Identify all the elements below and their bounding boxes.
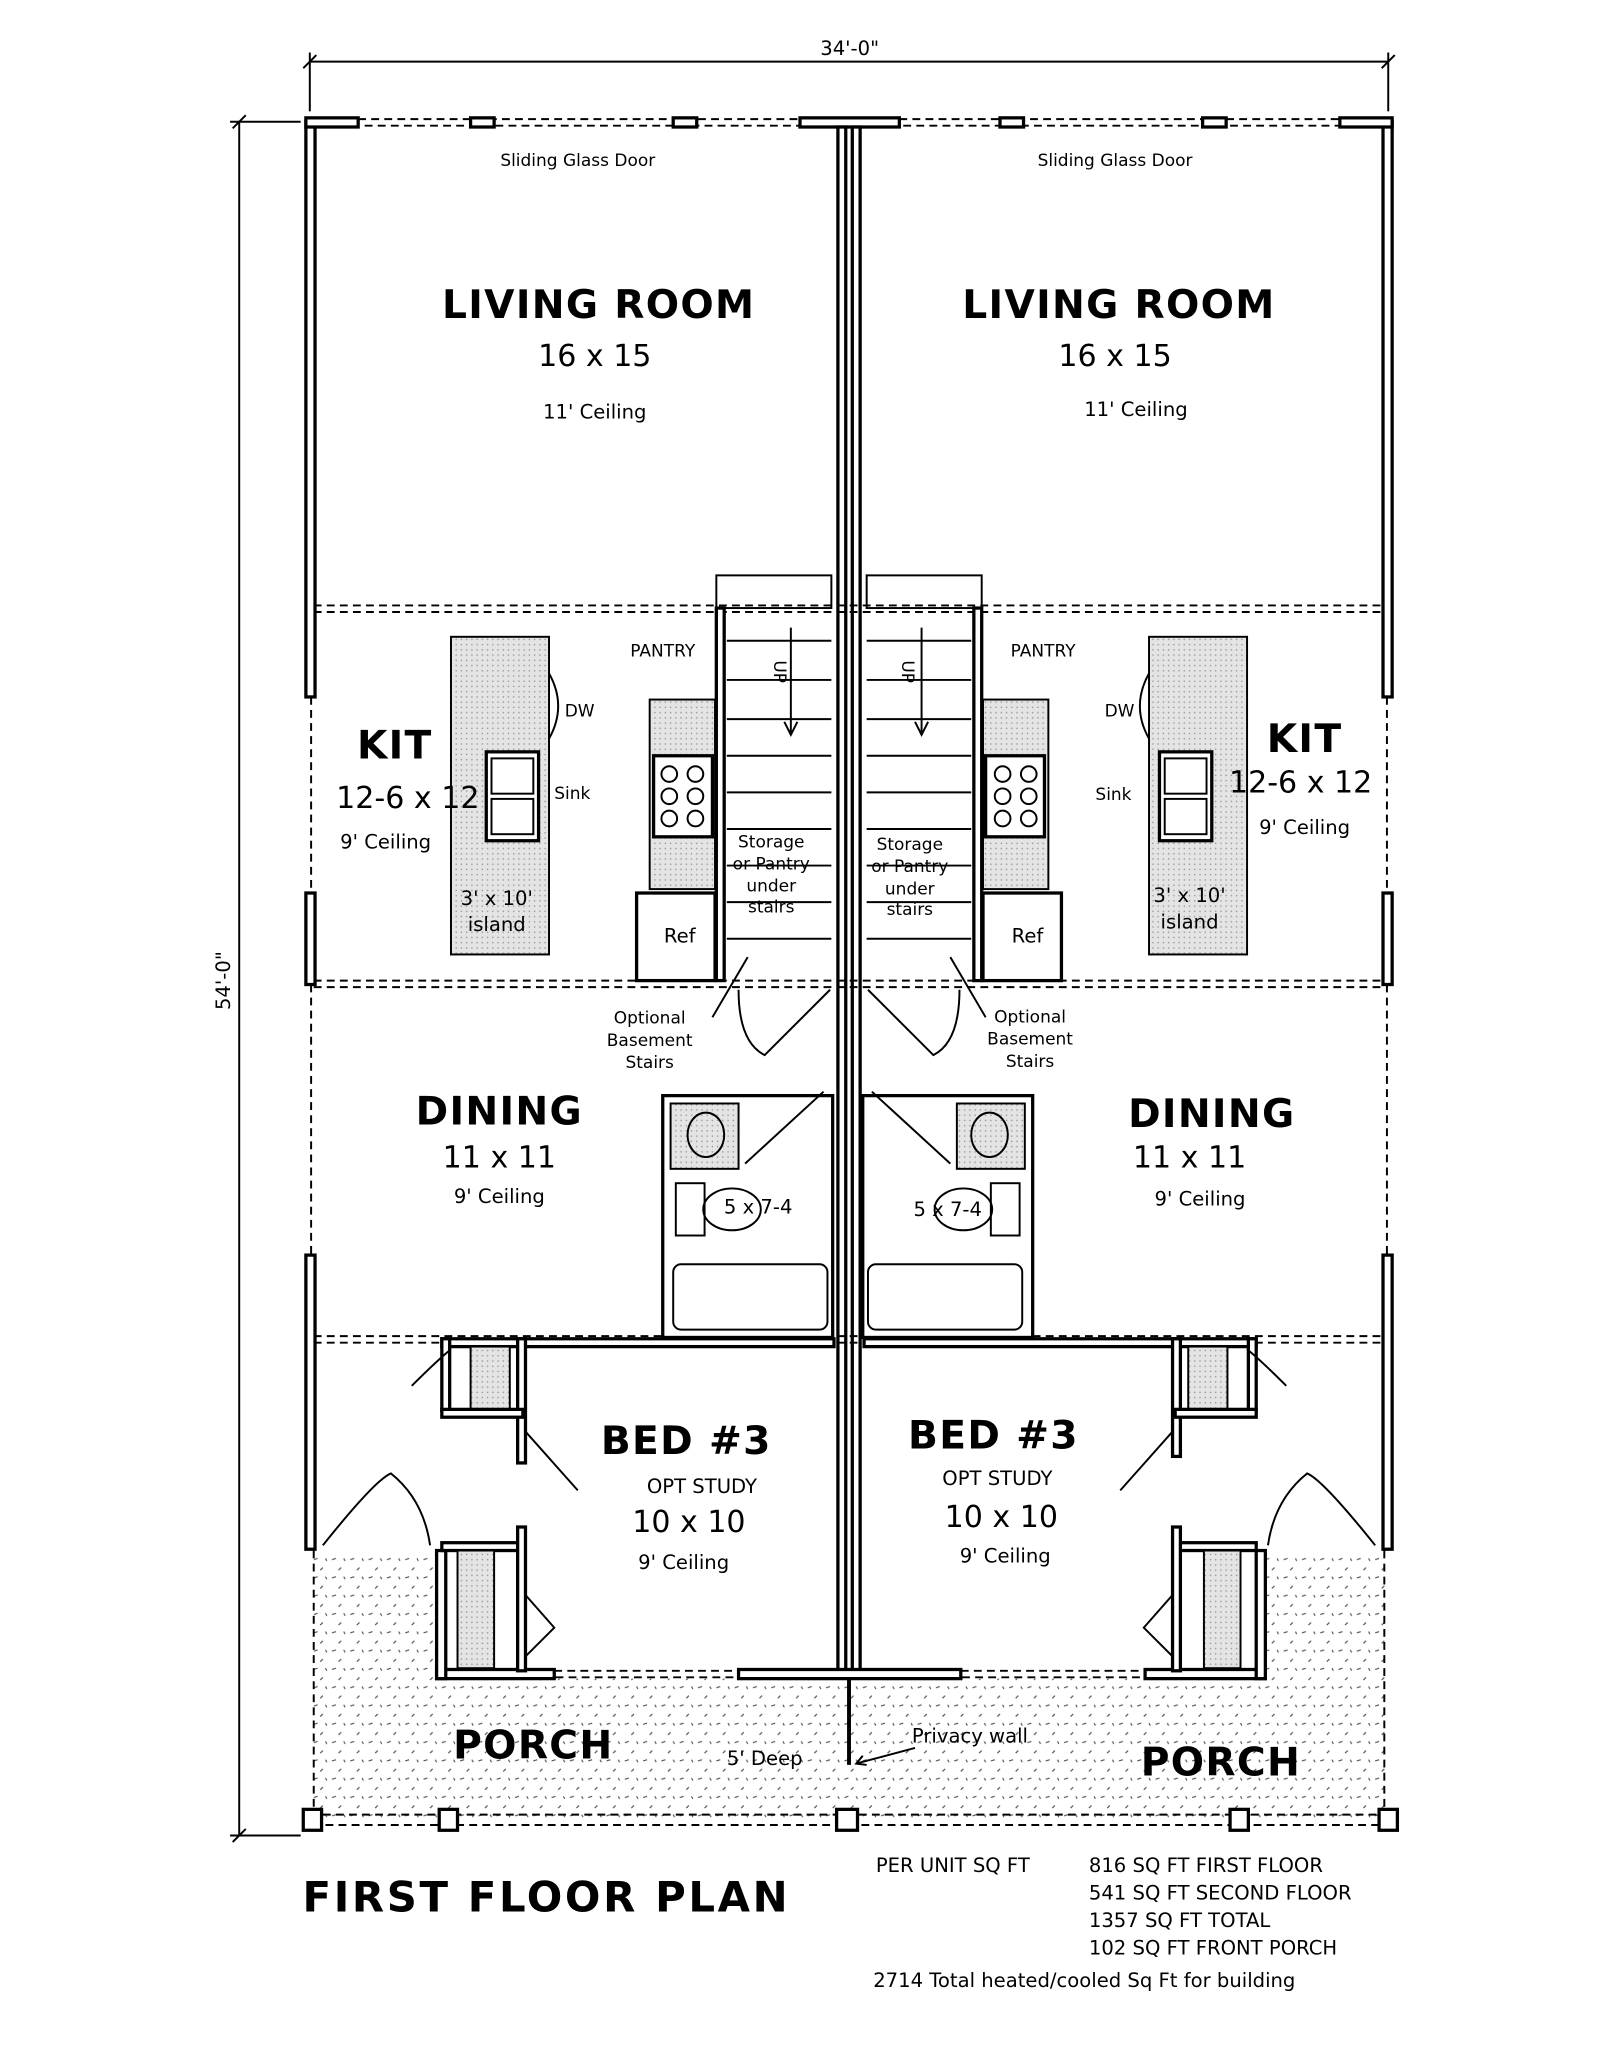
sink-label: Sink xyxy=(554,784,590,804)
stairs-left xyxy=(726,627,832,940)
room-name: PORCH xyxy=(1141,1740,1301,1785)
room-size: 10 x 10 xyxy=(945,1500,1058,1535)
sink-label: Sink xyxy=(1095,785,1131,805)
room-name: KIT xyxy=(1267,717,1343,762)
lavatory-icon xyxy=(686,1111,726,1159)
sqft-line: 1357 SQ FT TOTAL xyxy=(1089,1909,1271,1932)
stairs-up-label: UP xyxy=(897,660,917,683)
room-name: DINING xyxy=(1128,1092,1295,1137)
basement-label: Basement xyxy=(607,1031,693,1051)
room-name: BED #3 xyxy=(601,1419,772,1464)
ceiling-height: 11' Ceiling xyxy=(1084,398,1187,421)
storage-label: or Pantry xyxy=(733,854,810,874)
room-name: LIVING ROOM xyxy=(442,283,755,328)
island-label: island xyxy=(1161,910,1219,933)
storage-label: under xyxy=(885,879,935,899)
room-size: 16 x 15 xyxy=(538,339,651,374)
room-size: 11 x 11 xyxy=(443,1141,556,1176)
room-size: 16 x 15 xyxy=(1058,339,1171,374)
island-size: 3' x 10' xyxy=(1153,884,1225,907)
ceiling-height: 9' Ceiling xyxy=(1259,816,1350,839)
room-name: PORCH xyxy=(453,1723,613,1768)
sliding-door-label: Sliding Glass Door xyxy=(1038,151,1193,171)
ceiling-height: 9' Ceiling xyxy=(960,1544,1051,1567)
pantry-label: PANTRY xyxy=(630,641,696,661)
island-size: 3' x 10' xyxy=(461,887,533,910)
square-footage: PER UNIT SQ FT 816 SQ FT FIRST FLOOR 541… xyxy=(873,1854,1352,1992)
room-name: DINING xyxy=(416,1089,583,1134)
sqft-line: 102 SQ FT FRONT PORCH xyxy=(1089,1936,1337,1959)
unit-right-fixtures xyxy=(861,574,1376,1673)
exterior-walls xyxy=(304,116,1394,1765)
sqft-line: 816 SQ FT FIRST FLOOR xyxy=(1089,1854,1323,1877)
plan-title: FIRST FLOOR PLAN xyxy=(303,1872,791,1921)
basement-label: Stairs xyxy=(625,1053,674,1073)
sqft-heading: PER UNIT SQ FT xyxy=(876,1854,1031,1877)
basement-door xyxy=(737,989,831,1057)
room-size: 12-6 x 12 xyxy=(336,781,479,816)
bathtub-icon xyxy=(672,1263,829,1331)
ceiling-height: 9' Ceiling xyxy=(340,831,431,854)
storage-label: under xyxy=(746,877,796,897)
bath-size: 5 x 7-4 xyxy=(724,1195,793,1218)
sink-icon xyxy=(484,750,541,843)
room-name: KIT xyxy=(357,723,433,768)
unit-right-labels: Sliding Glass Door LIVING ROOM 16 x 15 1… xyxy=(871,151,1372,1785)
bath-size: 5 x 7-4 xyxy=(913,1198,982,1221)
toilet-icon xyxy=(674,1182,706,1237)
storage-label: Storage xyxy=(877,835,943,855)
storage-label: stairs xyxy=(887,900,934,920)
ceiling-height: 9' Ceiling xyxy=(638,1551,729,1574)
ceiling-height: 9' Ceiling xyxy=(1154,1187,1245,1210)
refrigerator xyxy=(634,891,717,983)
dw-label: DW xyxy=(565,702,595,722)
basement-label: Stairs xyxy=(1006,1052,1055,1072)
width-dimension: 34'-0" xyxy=(302,37,1396,112)
room-size: 11 x 11 xyxy=(1133,1141,1246,1176)
room-size: 12-6 x 12 xyxy=(1229,765,1372,800)
ceiling-height: 11' Ceiling xyxy=(543,401,646,424)
basement-label: Optional xyxy=(994,1007,1066,1027)
width-label: 34'-0" xyxy=(820,37,879,60)
closet-doors xyxy=(322,1348,452,1546)
ref-label: Ref xyxy=(1012,925,1045,948)
sliding-door-label: Sliding Glass Door xyxy=(500,151,655,171)
storage-label: Storage xyxy=(738,832,804,852)
sqft-line: 541 SQ FT SECOND FLOOR xyxy=(1089,1882,1352,1905)
room-subtitle: OPT STUDY xyxy=(647,1475,757,1498)
privacy-wall-label: Privacy wall xyxy=(912,1725,1028,1748)
building-total: 2714 Total heated/cooled Sq Ft for build… xyxy=(873,1969,1295,1992)
island-label: island xyxy=(468,913,526,936)
depth-dimension: 54'-0" xyxy=(212,114,301,1843)
storage-label: stairs xyxy=(748,898,795,918)
porch-depth: 5' Deep xyxy=(727,1747,803,1770)
dw-label: DW xyxy=(1105,702,1135,722)
basement-label: Optional xyxy=(614,1009,686,1029)
storage-label: or Pantry xyxy=(871,857,948,877)
ref-label: Ref xyxy=(664,925,697,948)
dishwasher-icon xyxy=(548,672,560,740)
room-size: 10 x 10 xyxy=(632,1505,745,1540)
ceiling-height: 9' Ceiling xyxy=(454,1185,545,1208)
unit-left-fixtures xyxy=(322,574,836,1673)
room-name: BED #3 xyxy=(908,1414,1079,1459)
stairs-up-label: UP xyxy=(769,660,789,683)
room-subtitle: OPT STUDY xyxy=(942,1467,1052,1490)
depth-label: 54'-0" xyxy=(212,951,235,1010)
basement-label: Basement xyxy=(987,1030,1073,1050)
unit-left-labels: Sliding Glass Door LIVING ROOM 16 x 15 1… xyxy=(336,151,810,1770)
pantry-label: PANTRY xyxy=(1011,641,1077,661)
room-name: LIVING ROOM xyxy=(962,283,1275,328)
